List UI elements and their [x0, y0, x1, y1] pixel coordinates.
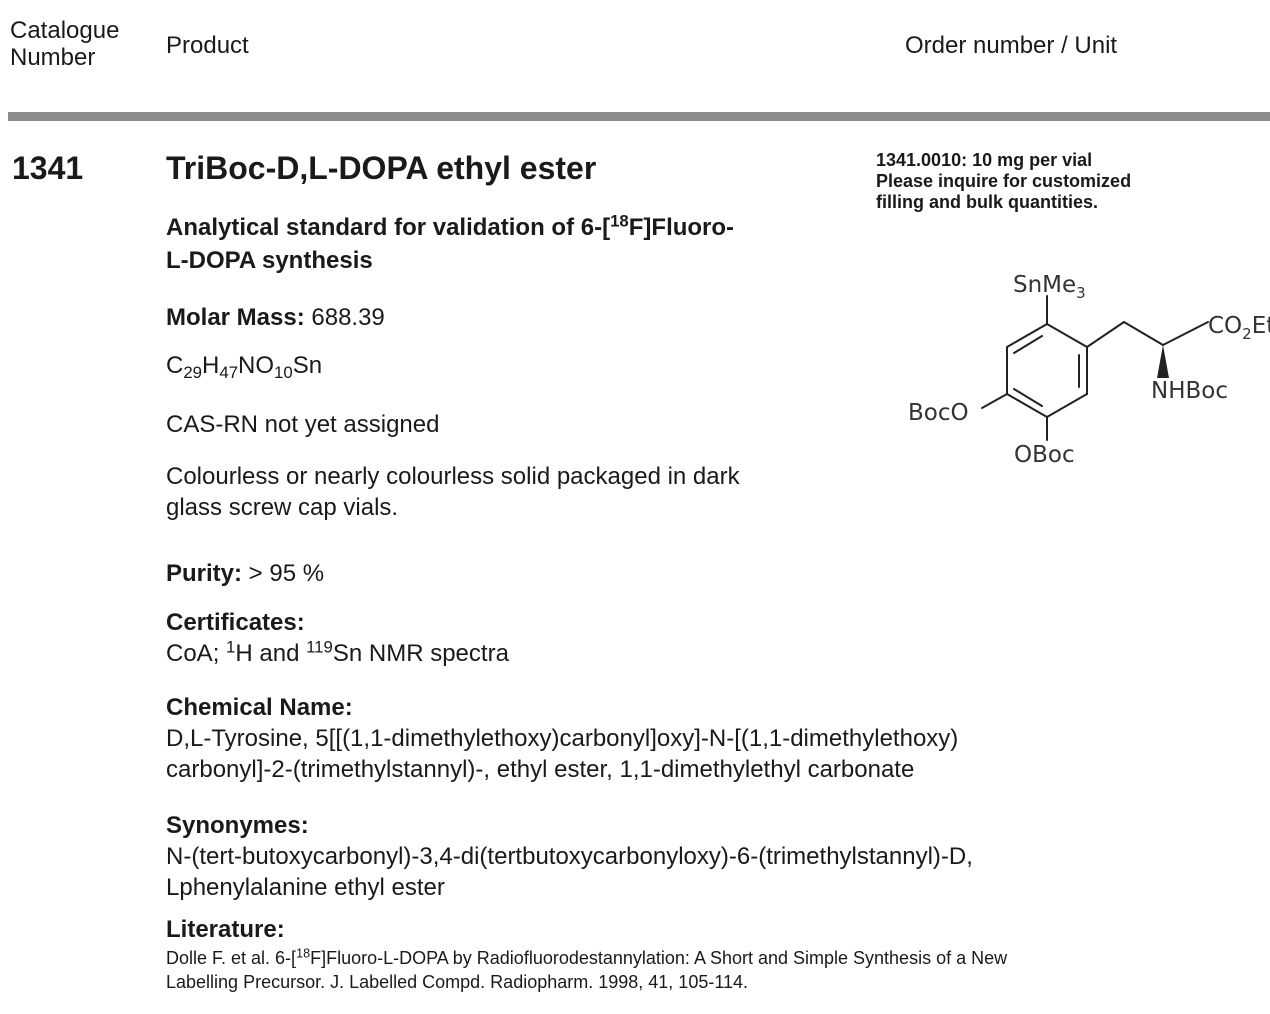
order-number-unit: 1341.0010: 10 mg per vial	[876, 150, 1093, 170]
order-info: 1341.0010: 10 mg per vial Please inquire…	[876, 150, 1132, 212]
synonymes: Synonymes: N-(tert-butoxycarbonyl)-3,4-d…	[166, 812, 973, 901]
chemical-name-label: Chemical Name:	[166, 694, 353, 721]
literature-reference: Dolle F. et al. 6-[18F]Fluoro-L-DOPA by …	[166, 946, 1008, 992]
chemical-structure-image: SnMe3 CO2Et NHBoc BocO OBoc	[908, 272, 1270, 468]
literature-label: Literature:	[166, 916, 285, 943]
label-snme3: SnMe3	[1013, 272, 1086, 302]
header-catalogue-line2: Number	[10, 44, 96, 71]
header-catalogue-number: Catalogue Number	[10, 17, 119, 71]
header-divider	[8, 112, 1270, 121]
certificates-value: CoA; 1H and 119Sn NMR spectra	[166, 637, 509, 667]
molar-mass: Molar Mass: 688.39	[166, 304, 385, 331]
purity: Purity: > 95 %	[166, 560, 325, 587]
label-co2et: CO2Et	[1208, 313, 1270, 343]
header-order-number: Order number / Unit	[905, 32, 1118, 59]
label-oboc: OBoc	[1014, 442, 1075, 468]
catalogue-number: 1341	[12, 150, 84, 186]
label-nhboc: NHBoc	[1151, 378, 1228, 404]
molecular-formula: C29H47NO10Sn	[166, 352, 323, 383]
chemical-name: Chemical Name: D,L-Tyrosine, 5[[(1,1-dim…	[166, 694, 959, 783]
wedge-bond	[1157, 345, 1169, 378]
cas-number: CAS-RN not yet assigned	[166, 411, 440, 438]
label-boco: BocO	[908, 400, 969, 426]
certificates: Certificates: CoA; 1H and 119Sn NMR spec…	[166, 607, 509, 669]
product-description: Colourless or nearly colourless solid pa…	[166, 463, 740, 521]
synonymes-label: Synonymes:	[166, 812, 309, 839]
product-subtitle: Analytical standard for validation of 6-…	[166, 211, 735, 274]
header-product: Product	[166, 32, 249, 59]
header-catalogue-line1: Catalogue	[10, 17, 120, 44]
product-title: TriBoc-D,L-DOPA ethyl ester	[166, 150, 597, 186]
certificates-label: Certificates:	[166, 609, 305, 636]
